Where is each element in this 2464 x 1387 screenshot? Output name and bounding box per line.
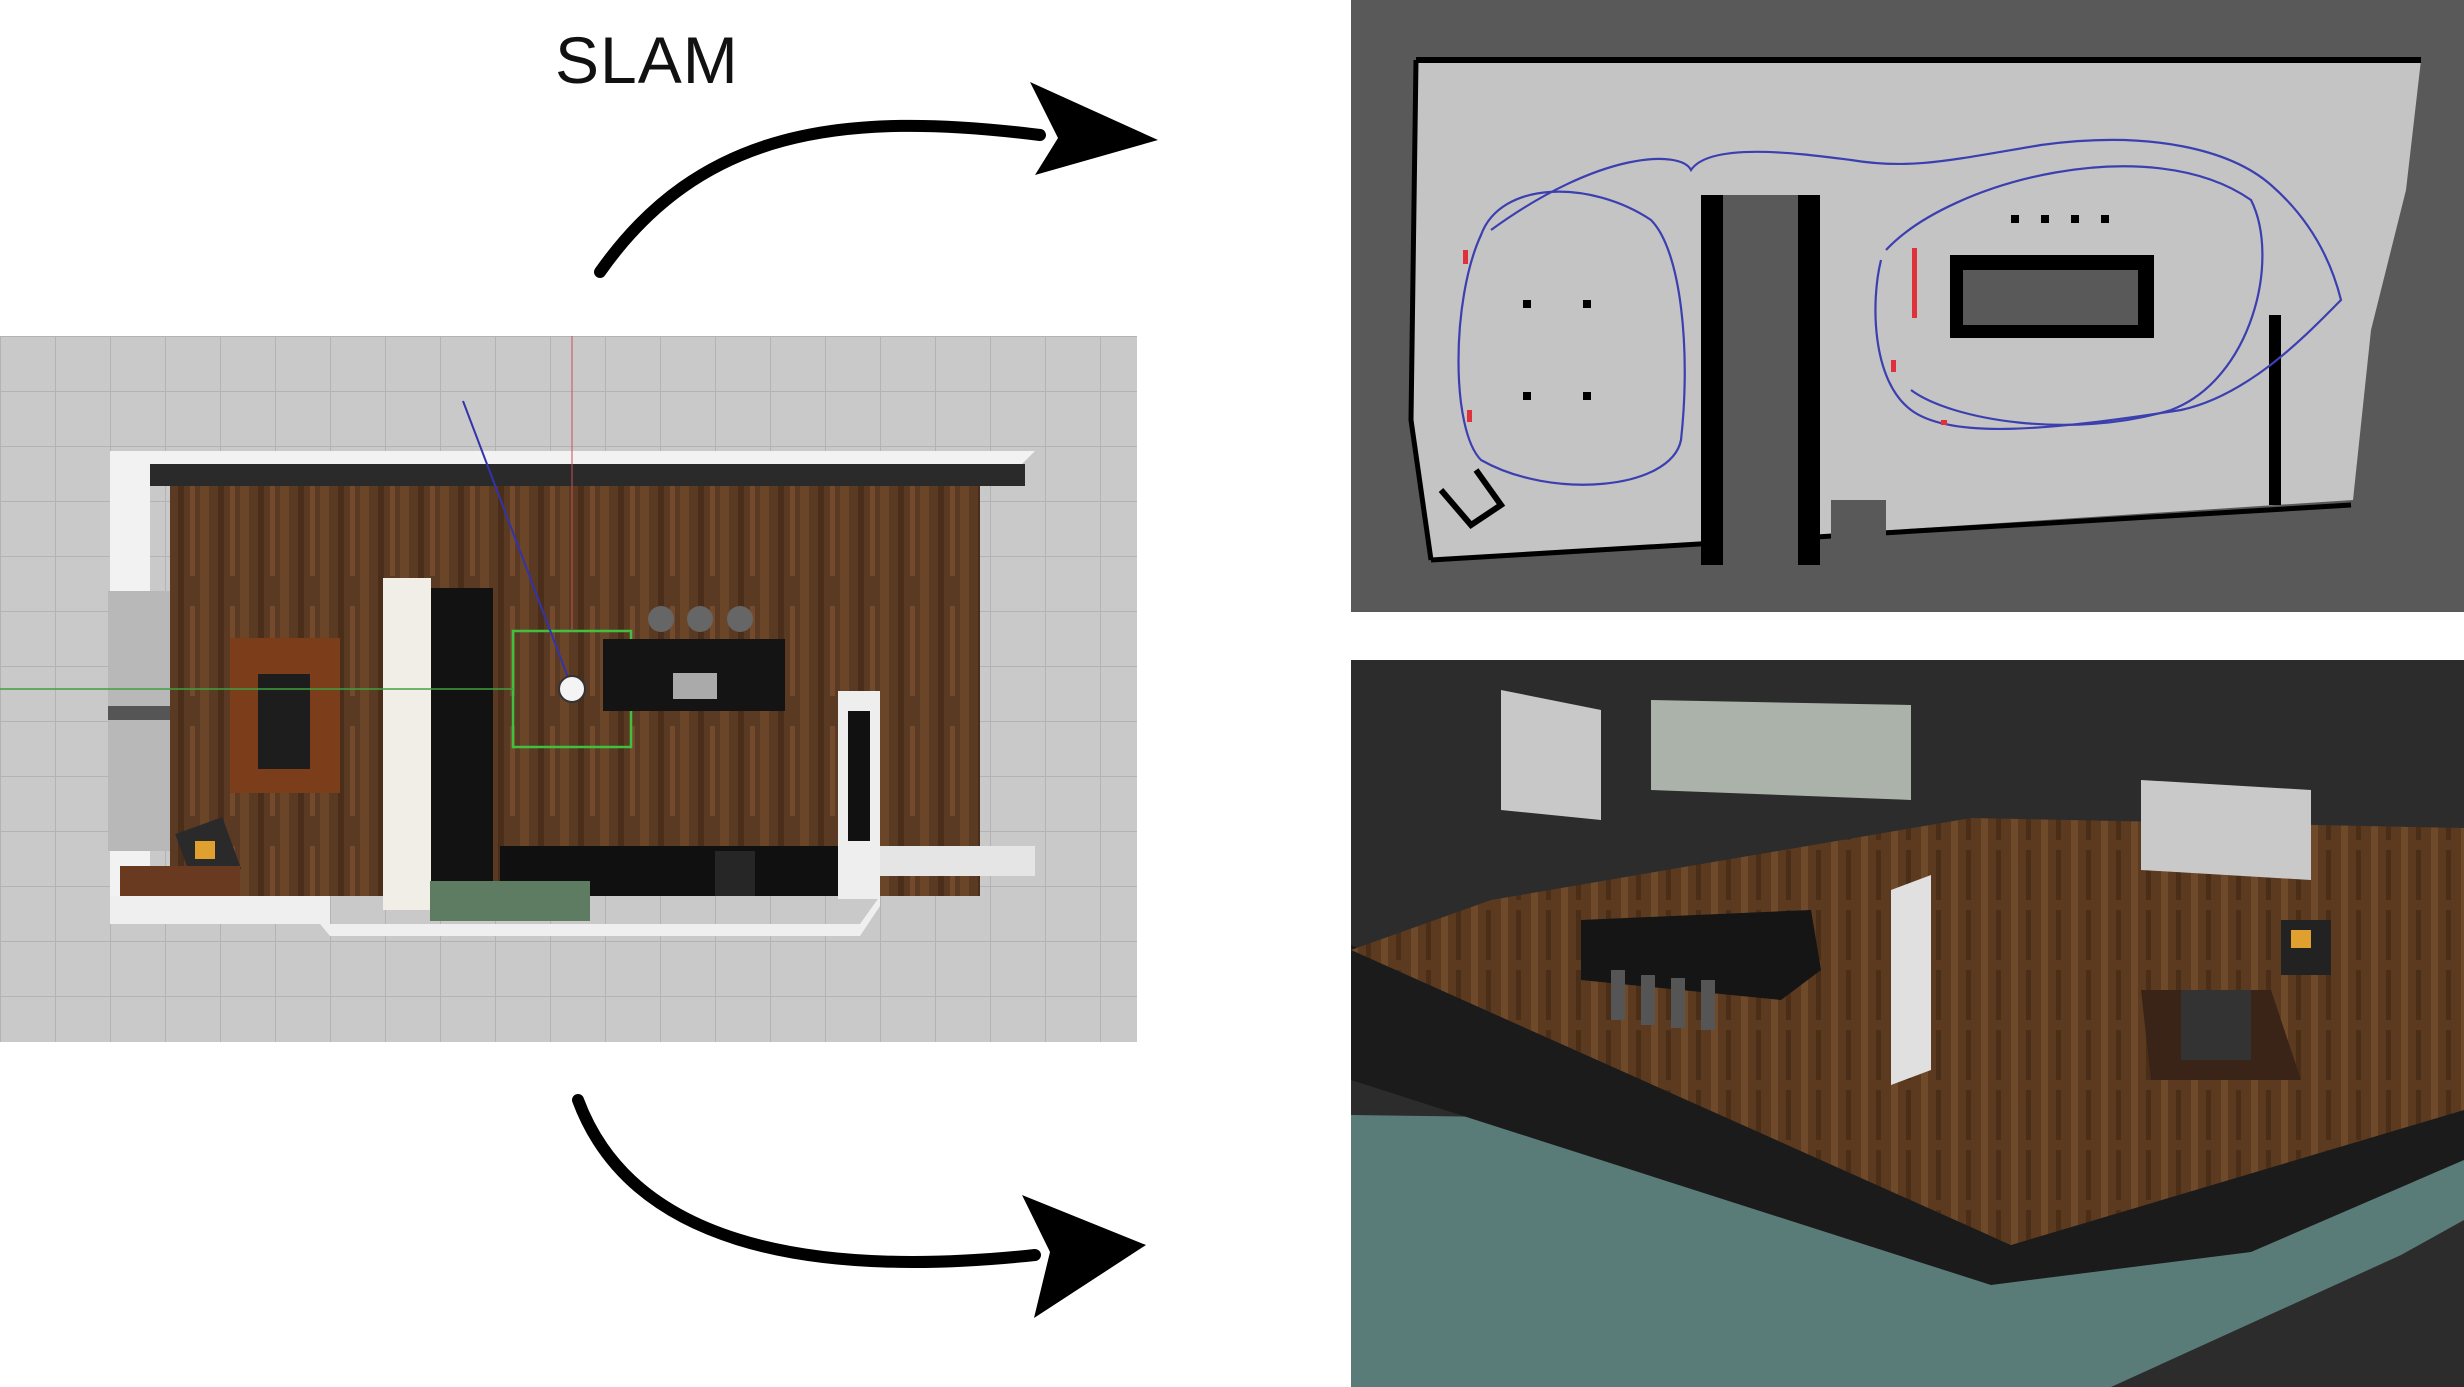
- 3d-point-cloud-map: [1351, 660, 2464, 1387]
- slam-label: SLAM: [555, 23, 739, 97]
- occupancy-grid-map: [1351, 0, 2464, 612]
- simulation-top-view: [0, 336, 1137, 1042]
